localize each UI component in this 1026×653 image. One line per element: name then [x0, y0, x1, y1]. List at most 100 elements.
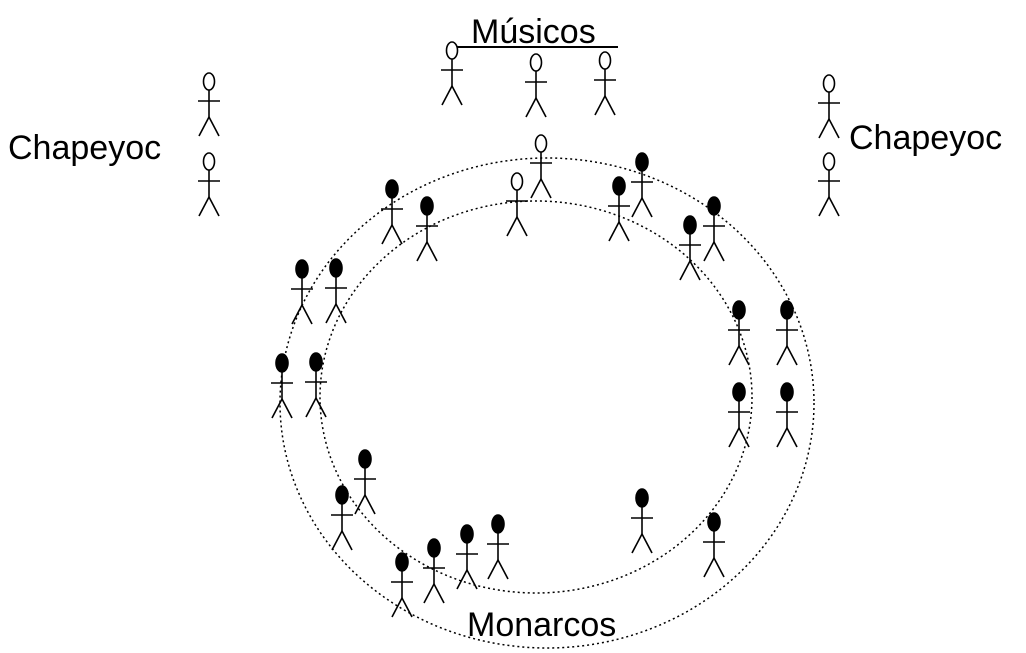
monarcos-figure	[776, 300, 798, 366]
figure-right-leg	[391, 224, 403, 245]
figure-left-leg	[381, 224, 393, 245]
monarcos-figure	[271, 353, 293, 419]
hollow-head	[598, 51, 612, 70]
figure-right-leg	[315, 397, 327, 418]
figure-left-leg	[818, 118, 830, 139]
filled-head	[420, 196, 434, 216]
figure-right-leg	[301, 304, 313, 325]
musicos-figure	[441, 41, 463, 106]
hollow-head	[822, 74, 836, 93]
figure-right-leg	[364, 494, 376, 515]
monarcos-figure	[305, 352, 327, 418]
figure-right-leg	[466, 569, 478, 590]
figure-right-leg	[786, 427, 798, 448]
figure-left-leg	[456, 569, 468, 590]
figure-right-leg	[641, 197, 653, 218]
monarcos-figure	[728, 300, 750, 366]
musicos-figure	[525, 53, 547, 118]
chapeyoc-left-figure	[198, 152, 220, 217]
monarcos-figure	[679, 215, 701, 281]
hollow-head	[510, 172, 524, 191]
outer-circle	[279, 157, 815, 649]
figure-left-leg	[506, 216, 518, 237]
figure-right-leg	[738, 345, 750, 366]
hollow-head	[534, 134, 548, 153]
figure-right-leg	[281, 398, 293, 419]
filled-head	[635, 152, 649, 172]
monarcos-figure	[456, 524, 478, 590]
figure-left-leg	[776, 345, 788, 366]
monarcos-figure	[416, 196, 438, 262]
hollow-head	[445, 41, 459, 60]
figure-left-leg	[530, 178, 542, 199]
monarcos-figure	[331, 485, 353, 551]
figure-right-leg	[208, 196, 220, 217]
monarcos-figure	[776, 382, 798, 448]
monarcos-figure	[631, 488, 653, 554]
figure-right-leg	[713, 241, 725, 262]
filled-head	[780, 382, 794, 402]
monarcos-figure	[391, 552, 413, 618]
monarcos-label: Monarcos	[467, 606, 616, 644]
monarcos-figure	[728, 382, 750, 448]
filled-head	[732, 382, 746, 402]
hollow-head	[529, 53, 543, 72]
filled-head	[329, 258, 343, 278]
chapeyoc-left-label: Chapeyoc	[8, 129, 161, 167]
filled-head	[385, 179, 399, 199]
figure-left-leg	[391, 597, 403, 618]
figure-right-leg	[433, 583, 445, 604]
filled-head	[358, 449, 372, 469]
monarcos-figure	[423, 538, 445, 604]
filled-head	[335, 485, 349, 505]
filled-head	[491, 514, 505, 534]
hollow-head	[202, 152, 216, 171]
monarcos-figure	[703, 512, 725, 578]
figure-left-leg	[728, 345, 740, 366]
chapeyoc-right-label: Chapeyoc	[849, 119, 1002, 157]
figure-right-leg	[828, 196, 840, 217]
figure-right-leg	[497, 559, 509, 580]
circle-figure	[506, 172, 528, 237]
figure-right-leg	[641, 533, 653, 554]
figure-left-leg	[354, 494, 366, 515]
figure-left-leg	[776, 427, 788, 448]
figure-left-leg	[703, 241, 715, 262]
monarcos-figure	[291, 259, 313, 325]
figure-right-leg	[689, 260, 701, 281]
figure-left-leg	[331, 530, 343, 551]
monarcos-figure	[608, 176, 630, 242]
figure-left-leg	[703, 557, 715, 578]
chapeyoc-right-figure	[818, 152, 840, 217]
filled-head	[295, 259, 309, 279]
figure-left-leg	[525, 97, 537, 118]
filled-head	[635, 488, 649, 508]
filled-head	[612, 176, 626, 196]
monarcos-figure	[381, 179, 403, 245]
figure-left-leg	[679, 260, 691, 281]
figure-left-leg	[291, 304, 303, 325]
figure-left-leg	[305, 397, 317, 418]
figure-left-leg	[487, 559, 499, 580]
filled-head	[707, 512, 721, 532]
filled-head	[275, 353, 289, 373]
figure-right-leg	[401, 597, 413, 618]
filled-head	[309, 352, 323, 372]
musicos-label: Músicos	[471, 13, 596, 51]
chapeyoc-left-figure	[198, 72, 220, 137]
figure-right-leg	[828, 118, 840, 139]
monarcos-figure	[325, 258, 347, 324]
figure-right-leg	[604, 95, 616, 116]
figure-left-leg	[325, 303, 337, 324]
chapeyoc-right-figure	[818, 74, 840, 139]
figure-right-leg	[713, 557, 725, 578]
figure-left-leg	[631, 197, 643, 218]
hollow-head	[202, 72, 216, 91]
filled-head	[427, 538, 441, 558]
musicos-figure	[594, 51, 616, 116]
figure-right-leg	[618, 221, 630, 242]
filled-head	[395, 552, 409, 572]
circle-figure	[530, 134, 552, 199]
monarcos-figure	[631, 152, 653, 218]
